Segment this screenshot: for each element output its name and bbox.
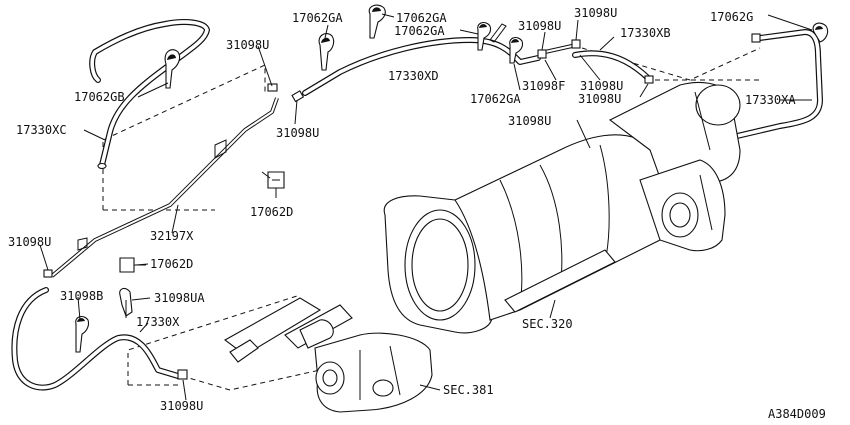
label-17330XC: 17330XC <box>16 123 67 137</box>
clamp-31098U-f <box>751 33 761 43</box>
label-31098U-top: 31098U <box>226 38 269 52</box>
label-17062GA-2: 17062GA <box>396 11 447 25</box>
label-SEC320: SEC.320 <box>522 317 573 331</box>
clip-17062GA-2 <box>368 4 386 39</box>
label-17330XB: 17330XB <box>620 26 671 40</box>
label-31098U-a: 31098U <box>518 19 561 33</box>
label-17062GA-3: 17062GA <box>394 24 445 38</box>
leader-lines <box>39 13 813 401</box>
diagram-code: A384D009 <box>768 407 826 421</box>
clamp-31098U-top <box>267 83 278 92</box>
label-17062D-1: 17062D <box>250 205 293 219</box>
label-31098U-e: 31098U <box>508 114 551 128</box>
label-17330XA: 17330XA <box>745 93 796 107</box>
drive-assembly <box>223 297 433 413</box>
hose-17330X <box>11 287 181 391</box>
hose-17330XA <box>689 29 823 161</box>
hose-17330XD <box>302 37 541 96</box>
clip-31098B <box>75 315 90 353</box>
label-31098B: 31098B <box>60 289 103 303</box>
label-31098U-left: 31098U <box>8 235 51 249</box>
bracket-31098UA <box>119 287 133 318</box>
label-31098F: 31098F <box>522 79 565 93</box>
clamp-31098U-b <box>537 49 547 59</box>
bolt-17062D-upper <box>267 171 285 198</box>
label-31098U-d: 31098U <box>578 92 621 106</box>
label-31098U-c: 31098U <box>580 79 623 93</box>
clips <box>43 4 829 380</box>
clamp-31098U-left <box>43 269 53 278</box>
label-17062GB: 17062GB <box>74 90 125 104</box>
label-17062G: 17062G <box>710 10 753 24</box>
label-31098U-bottom: 31098U <box>160 399 203 413</box>
clip-17062GB <box>164 49 181 89</box>
label-32197X: 32197X <box>150 229 194 243</box>
label-31098U-f: 31098U <box>276 126 319 140</box>
label-31098U-b: 31098U <box>574 6 617 20</box>
clamp-31098U-c <box>571 39 581 49</box>
label-17330X: 17330X <box>136 315 180 329</box>
label-17062D-2: 17062D <box>150 257 193 271</box>
label-17062GA-1: 17062GA <box>292 11 343 25</box>
clip-17062G <box>812 22 829 43</box>
label-31098UA: 31098UA <box>154 291 205 305</box>
clip-17062GA-1 <box>318 33 335 71</box>
clamp-31098U-a <box>291 90 305 103</box>
hose-17330XB <box>544 44 653 83</box>
label-17330XD: 17330XD <box>388 69 439 83</box>
hose-17330XC <box>89 19 210 170</box>
labels: 17062GA 17062GA 17062GA 17062GA 31098U 3… <box>8 6 826 421</box>
tube-32197X <box>50 97 279 278</box>
label-SEC381: SEC.381 <box>443 383 494 397</box>
transmission <box>383 81 741 334</box>
clip-17062GA-4 <box>509 36 524 64</box>
clip-17062GA-3 <box>477 21 507 51</box>
clamp-31098U-bottom <box>177 369 188 380</box>
label-17062GA-4: 17062GA <box>470 92 521 106</box>
bolt-17062D-lower <box>119 257 146 273</box>
clamp-31098U-d <box>644 75 654 84</box>
